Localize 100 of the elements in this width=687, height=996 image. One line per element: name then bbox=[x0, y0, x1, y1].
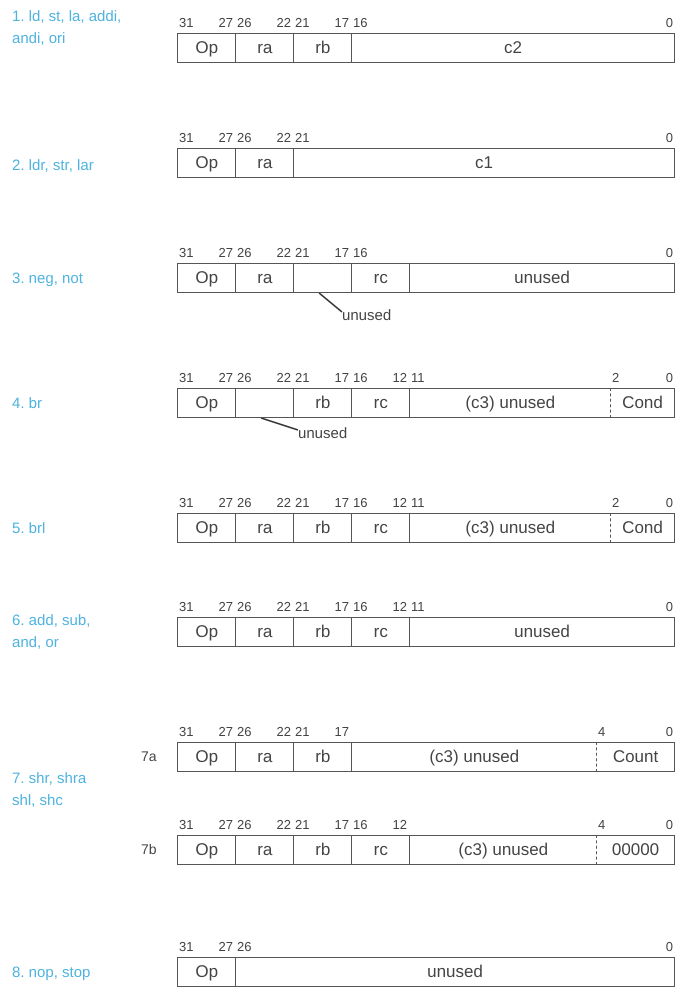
bit-number: 0 bbox=[666, 940, 673, 954]
row-tag: 7b bbox=[141, 841, 157, 857]
bit-number: 27 bbox=[218, 496, 233, 510]
bit-number: 21 bbox=[295, 131, 310, 145]
bit-number: 4 bbox=[598, 818, 606, 832]
bit-number: 0 bbox=[666, 16, 673, 30]
field-cell: Op bbox=[177, 957, 236, 987]
bit-number: 31 bbox=[179, 818, 194, 832]
field-cell: (c3) unused bbox=[409, 513, 612, 543]
field-cell: Op bbox=[177, 263, 236, 293]
bit-number: 22 bbox=[276, 600, 291, 614]
bit-number: 26 bbox=[237, 131, 252, 145]
bit-number: 2 bbox=[612, 496, 620, 510]
bit-number: 21 bbox=[295, 600, 310, 614]
bit-number: 22 bbox=[276, 818, 291, 832]
bit-number: 22 bbox=[276, 131, 291, 145]
bit-number: 26 bbox=[237, 600, 252, 614]
bit-number: 17 bbox=[334, 246, 349, 260]
field-cell: (c3) unused bbox=[351, 742, 598, 772]
field-cell: ra bbox=[235, 148, 294, 178]
field-cell: unused bbox=[409, 263, 675, 293]
bit-number: 21 bbox=[295, 16, 310, 30]
bit-number: 16 bbox=[353, 246, 368, 260]
bit-number: 31 bbox=[179, 16, 194, 30]
bit-number: 21 bbox=[295, 371, 310, 385]
bit-number: 31 bbox=[179, 246, 194, 260]
bit-number: 11 bbox=[411, 371, 424, 385]
bit-number: 27 bbox=[218, 246, 233, 260]
format-label: 6. add, sub, and, or bbox=[12, 611, 92, 653]
field-cell: ra bbox=[235, 742, 294, 772]
field-cell: Count bbox=[596, 742, 675, 772]
bit-number: 17 bbox=[334, 496, 349, 510]
field-cell: Op bbox=[177, 742, 236, 772]
format-label: 2. ldr, str, lar bbox=[12, 156, 95, 176]
field-cell: Cond bbox=[610, 388, 675, 418]
bit-number: 0 bbox=[666, 131, 673, 145]
bit-number: 11 bbox=[411, 600, 424, 614]
bit-number: 17 bbox=[334, 371, 349, 385]
field-cell: rc bbox=[351, 388, 410, 418]
bit-number: 12 bbox=[392, 818, 407, 832]
bit-number: 22 bbox=[276, 16, 291, 30]
field-cell: (c3) unused bbox=[409, 388, 612, 418]
bit-number: 31 bbox=[179, 725, 194, 739]
field-cell: rc bbox=[351, 835, 410, 865]
bit-number: 31 bbox=[179, 600, 194, 614]
bit-number: 17 bbox=[334, 818, 349, 832]
bit-number: 22 bbox=[276, 246, 291, 260]
bit-number: 0 bbox=[666, 496, 673, 510]
field-cell: rc bbox=[351, 617, 410, 647]
field-cell: rb bbox=[293, 617, 352, 647]
bit-number: 26 bbox=[237, 246, 252, 260]
format-label: 5. brl bbox=[12, 519, 46, 539]
bit-number: 22 bbox=[276, 371, 291, 385]
bit-number: 16 bbox=[353, 818, 368, 832]
bit-number: 0 bbox=[666, 600, 673, 614]
field-cell: ra bbox=[235, 617, 294, 647]
bit-number: 27 bbox=[218, 818, 233, 832]
bit-number: 0 bbox=[666, 818, 673, 832]
field-cell: c2 bbox=[351, 33, 675, 63]
field-cell: rc bbox=[351, 513, 410, 543]
field-cell: Op bbox=[177, 388, 236, 418]
bit-number: 31 bbox=[179, 940, 194, 954]
bit-number: 11 bbox=[411, 496, 424, 510]
bit-number: 27 bbox=[218, 131, 233, 145]
bit-number: 26 bbox=[237, 371, 252, 385]
bit-number: 21 bbox=[295, 725, 310, 739]
bit-number: 16 bbox=[353, 16, 368, 30]
bit-number: 17 bbox=[334, 600, 349, 614]
field-cell: rc bbox=[351, 263, 410, 293]
format-label: 4. br bbox=[12, 394, 44, 414]
bit-number: 16 bbox=[353, 496, 368, 510]
bit-number: 31 bbox=[179, 371, 194, 385]
leader-line bbox=[260, 417, 298, 431]
field-cell: ra bbox=[235, 33, 294, 63]
leader-line bbox=[318, 292, 342, 313]
field-cell: rb bbox=[293, 742, 352, 772]
bit-number: 21 bbox=[295, 496, 310, 510]
bit-number: 26 bbox=[237, 818, 252, 832]
bit-number: 27 bbox=[218, 725, 233, 739]
bit-number: 17 bbox=[334, 16, 349, 30]
bit-number: 27 bbox=[218, 16, 233, 30]
bit-number: 16 bbox=[353, 600, 368, 614]
field-cell: Op bbox=[177, 835, 236, 865]
callout-label: unused bbox=[342, 308, 392, 324]
format-label: 1. ld, st, la, addi, andi, ori bbox=[12, 7, 122, 49]
bit-number: 16 bbox=[353, 371, 368, 385]
bit-number: 27 bbox=[218, 940, 233, 954]
bit-number: 0 bbox=[666, 246, 673, 260]
field-cell: (c3) unused bbox=[409, 835, 598, 865]
field-cell: ra bbox=[235, 513, 294, 543]
callout-label: unused bbox=[298, 426, 348, 442]
bit-number: 27 bbox=[218, 371, 233, 385]
field-cell: Cond bbox=[610, 513, 675, 543]
bit-number: 22 bbox=[276, 496, 291, 510]
field-cell: unused bbox=[235, 957, 675, 987]
field-cell: rb bbox=[293, 835, 352, 865]
bit-number: 21 bbox=[295, 246, 310, 260]
bit-number: 17 bbox=[334, 725, 349, 739]
bit-number: 0 bbox=[666, 371, 673, 385]
bit-number: 27 bbox=[218, 600, 233, 614]
